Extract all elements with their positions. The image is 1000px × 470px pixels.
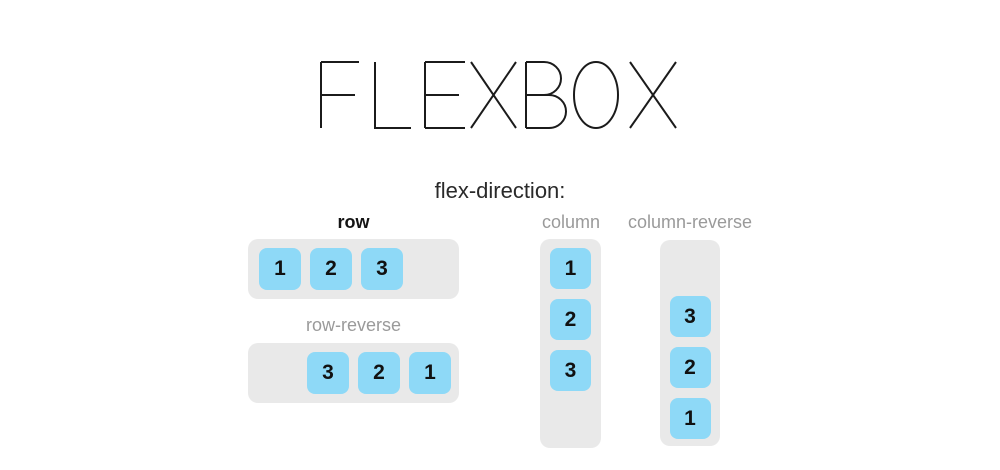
letter-f bbox=[320, 61, 359, 128]
row-reverse-container: 3 2 1 bbox=[248, 343, 459, 403]
subtitle-flex-direction: flex-direction: bbox=[434, 178, 566, 203]
row-container: 1 2 3 bbox=[248, 239, 459, 299]
flex-item-rowrev-2: 2 bbox=[358, 352, 400, 394]
flex-item-row-3: 3 bbox=[361, 248, 403, 290]
flex-item-row-1: 1 bbox=[259, 248, 301, 290]
label-row: row bbox=[337, 212, 370, 232]
flex-item-rowrev-1: 1 bbox=[409, 352, 451, 394]
letter-b bbox=[525, 61, 567, 129]
flex-item-colrev-3: 3 bbox=[669, 296, 711, 337]
column-container: 1 2 3 bbox=[540, 239, 601, 448]
flex-item-col-3: 3 bbox=[550, 350, 591, 391]
letter-o bbox=[573, 61, 619, 129]
label-row-reverse: row-reverse bbox=[305, 315, 402, 335]
label-column: column bbox=[541, 212, 601, 232]
flex-item-col-1: 1 bbox=[550, 248, 591, 289]
letter-e bbox=[424, 61, 465, 129]
flex-item-rowrev-3: 3 bbox=[307, 352, 349, 394]
letter-l bbox=[374, 62, 411, 129]
label-column-reverse: column-reverse bbox=[627, 212, 753, 232]
page-title bbox=[320, 61, 677, 129]
flex-item-row-2: 2 bbox=[310, 248, 352, 290]
flex-item-colrev-2: 2 bbox=[669, 347, 711, 388]
column-reverse-container: 3 2 1 bbox=[660, 240, 720, 446]
flex-item-col-2: 2 bbox=[550, 299, 591, 340]
letter-x2 bbox=[629, 61, 677, 129]
letter-x bbox=[470, 61, 517, 129]
flex-item-colrev-1: 1 bbox=[669, 398, 711, 439]
